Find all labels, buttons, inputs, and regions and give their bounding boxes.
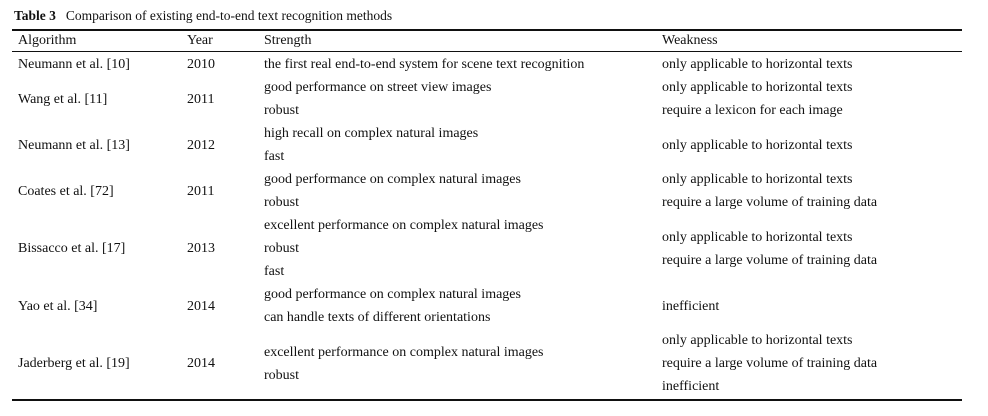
table-title: Comparison of existing end-to-end text r… xyxy=(65,8,393,23)
algorithm-cell: Bissacco et al. [17] xyxy=(18,214,125,283)
header-algorithm: Algorithm xyxy=(18,33,77,48)
strength-item: robust xyxy=(264,195,299,210)
strength-item: excellent performance on complex natural… xyxy=(264,344,544,360)
weakness-item: require a large volume of training data xyxy=(662,252,878,268)
table-row: Neumann et al. [13] 2012 high recall on co… xyxy=(0,122,988,168)
weakness-cell: only applicable to horizontal texts requi… xyxy=(662,329,877,398)
algorithm-cell: Neumann et al. [10] xyxy=(18,53,130,76)
year-value: 2011 xyxy=(187,91,215,107)
table-header: Algorithm Year Strength Weakness xyxy=(0,31,988,51)
header-strength: Strength xyxy=(264,33,312,48)
strength-item: robust xyxy=(264,367,299,383)
weakness-item: only applicable to horizontal texts xyxy=(662,172,853,187)
algorithm-name: Wang et al. [11] xyxy=(18,91,108,107)
weakness-item: inefficient xyxy=(662,379,720,394)
year-cell: 2014 xyxy=(187,283,215,329)
strength-item: high recall on complex natural images xyxy=(264,126,479,141)
strength-item: good performance on complex natural imag… xyxy=(264,172,521,187)
year-value: 2014 xyxy=(187,298,215,314)
weakness-cell: only applicable to horizontal texts xyxy=(662,122,853,168)
strength-item: fast xyxy=(264,264,285,279)
weakness-item: require a large volume of training data xyxy=(662,195,878,210)
strength-item: excellent performance on complex natural… xyxy=(264,218,544,233)
weakness-item: require a large volume of training data xyxy=(662,356,878,371)
table-row: Neumann et al. [10] 2010 the first real en… xyxy=(0,53,988,76)
year-value: 2011 xyxy=(187,183,215,199)
table-caption: Table 3 Comparison of existing end-to-end… xyxy=(14,7,392,25)
table-row: Wang et al. [11] 2011 good performance on … xyxy=(0,76,988,122)
algorithm-name: Yao et al. [34] xyxy=(18,298,98,314)
algorithm-name: Bissacco et al. [17] xyxy=(18,241,126,256)
weakness-item: inefficient xyxy=(662,298,720,314)
table-row: Bissacco et al. [17] 2013 excellent perfor… xyxy=(0,214,988,283)
algorithm-name: Neumann et al. [10] xyxy=(18,57,130,72)
strength-item: fast xyxy=(264,149,285,164)
table-row: Yao et al. [34] 2014 good performance on c… xyxy=(0,283,988,329)
strength-item: can handle texts of different orientatio… xyxy=(264,310,491,325)
year-cell: 2013 xyxy=(187,214,215,283)
year-cell: 2012 xyxy=(187,122,215,168)
strength-item: good performance on street view images xyxy=(264,80,492,95)
strength-item: the first real end-to-end system for sce… xyxy=(264,57,585,72)
year-cell: 2014 xyxy=(187,329,215,398)
algorithm-cell: Wang et al. [11] xyxy=(18,76,107,122)
strength-cell: good performance on complex natural imag… xyxy=(264,283,521,329)
strength-cell: excellent performance on complex natural… xyxy=(264,214,544,283)
weakness-cell: inefficient xyxy=(662,283,719,329)
year-cell: 2011 xyxy=(187,168,214,214)
weakness-item: require a lexicon for each image xyxy=(662,103,843,118)
year-value: 2014 xyxy=(187,356,215,371)
algorithm-cell: Neumann et al. [13] xyxy=(18,122,130,168)
table-row: Coates et al. [72] 2011 good performance o… xyxy=(0,168,988,214)
table-label: Table 3 xyxy=(14,8,56,23)
year-value: 2012 xyxy=(187,137,215,153)
header-rule xyxy=(12,51,962,52)
year-value: 2010 xyxy=(187,57,215,72)
header-weakness: Weakness xyxy=(662,33,718,48)
weakness-item: only applicable to horizontal texts xyxy=(662,137,853,153)
algorithm-cell: Yao et al. [34] xyxy=(18,283,97,329)
top-rule xyxy=(12,29,962,31)
table-row: Jaderberg et al. [19] 2014 excellent perfo… xyxy=(0,329,988,398)
algorithm-name: Coates et al. [72] xyxy=(18,183,114,199)
strength-cell: high recall on complex natural images fas… xyxy=(264,122,478,168)
weakness-item: only applicable to horizontal texts xyxy=(662,229,853,245)
header-year: Year xyxy=(187,33,213,48)
weakness-item: only applicable to horizontal texts xyxy=(662,80,853,95)
algorithm-name: Jaderberg et al. [19] xyxy=(18,356,130,371)
strength-item: good performance on complex natural imag… xyxy=(264,287,521,302)
strength-item: robust xyxy=(264,241,299,256)
algorithm-cell: Jaderberg et al. [19] xyxy=(18,329,130,398)
strength-cell: good performance on street view images ro… xyxy=(264,76,491,122)
weakness-cell: only applicable to horizontal texts requi… xyxy=(662,214,877,283)
weakness-item: only applicable to horizontal texts xyxy=(662,333,853,348)
algorithm-cell: Coates et al. [72] xyxy=(18,168,114,214)
weakness-item: only applicable to horizontal texts xyxy=(662,57,853,72)
year-cell: 2011 xyxy=(187,76,214,122)
algorithm-name: Neumann et al. [13] xyxy=(18,137,130,153)
strength-cell: excellent performance on complex natural… xyxy=(264,329,544,398)
strength-cell: good performance on complex natural imag… xyxy=(264,168,521,214)
weakness-cell: only applicable to horizontal texts requi… xyxy=(662,168,877,214)
year-cell: 2010 xyxy=(187,53,215,76)
year-value: 2013 xyxy=(187,241,215,256)
strength-cell: the first real end-to-end system for sce… xyxy=(264,53,584,76)
bottom-rule xyxy=(12,399,962,401)
weakness-cell: only applicable to horizontal texts xyxy=(662,53,853,76)
strength-item: robust xyxy=(264,103,299,118)
weakness-cell: only applicable to horizontal texts requi… xyxy=(662,76,853,122)
